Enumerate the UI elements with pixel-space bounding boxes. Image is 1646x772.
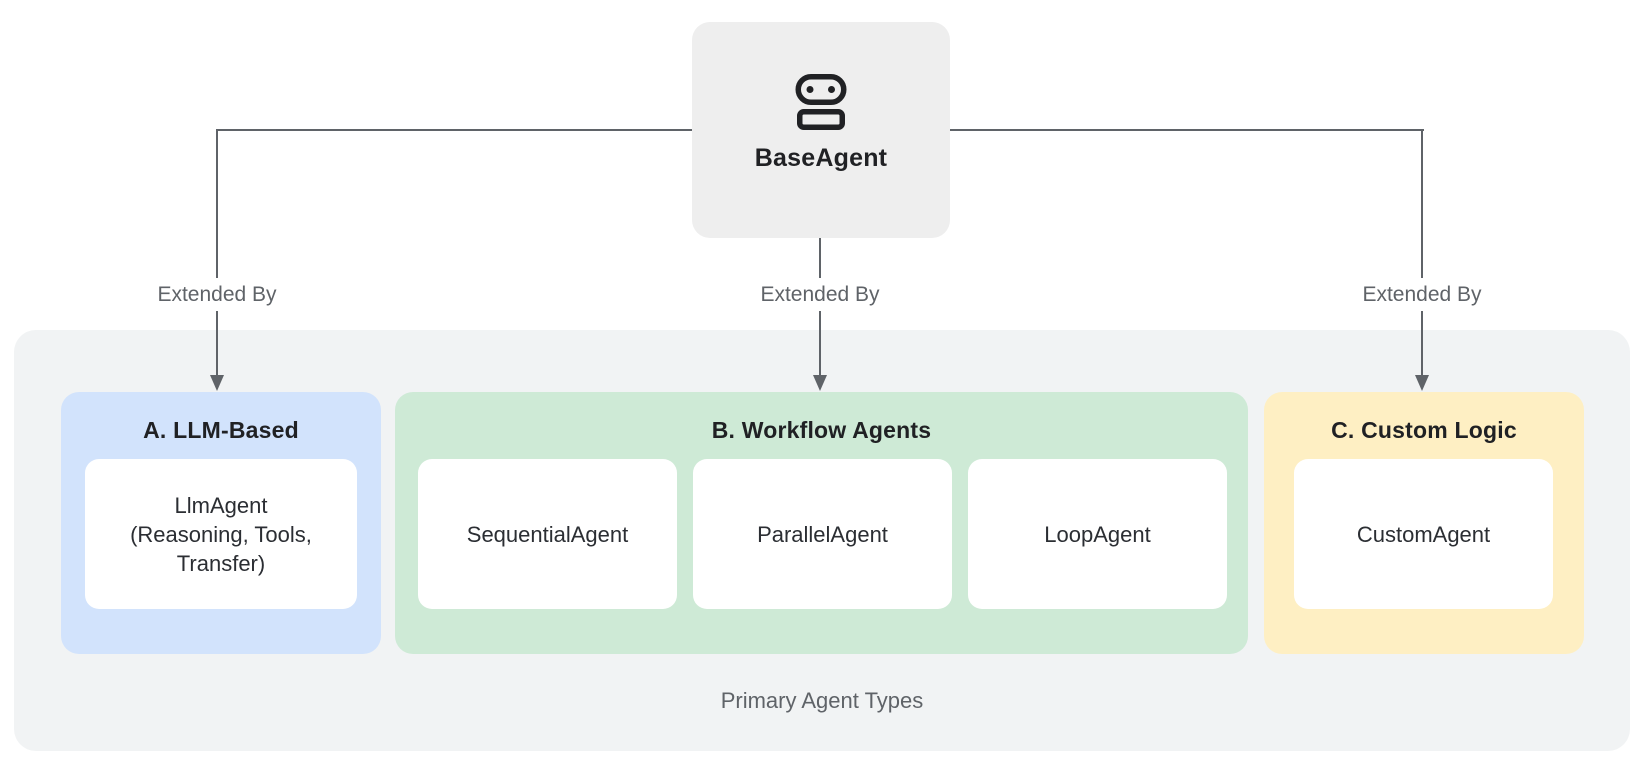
base-agent-node: BaseAgent xyxy=(692,22,950,238)
edge-label-extended-by-middle: Extended By xyxy=(754,280,886,310)
robot-icon xyxy=(795,74,847,135)
agent-card-loopagent: LoopAgent xyxy=(968,459,1227,609)
agent-card-customagent: CustomAgent xyxy=(1294,459,1553,609)
connector-left-upper xyxy=(216,129,218,278)
edge-label-extended-by-right: Extended By xyxy=(1356,280,1488,310)
container-caption: Primary Agent Types xyxy=(720,688,924,713)
arrowhead-middle xyxy=(813,375,827,391)
agent-card-sequentialagent: SequentialAgent xyxy=(418,459,677,609)
group-llm-title: A. LLM-Based xyxy=(143,417,299,443)
group-custom-title: C. Custom Logic xyxy=(1331,417,1517,443)
agent-card-llmagent: LlmAgent (Reasoning, Tools, Transfer) xyxy=(85,459,357,609)
agent-card-label: SequentialAgent xyxy=(466,521,629,547)
group-workflow-agents: B. Workflow Agents SequentialAgent Paral… xyxy=(395,392,1248,654)
connector-middle-upper xyxy=(819,238,821,278)
connector-middle-lower xyxy=(819,311,821,375)
connector-right-lower xyxy=(1421,311,1423,375)
connector-right-upper xyxy=(1421,129,1423,278)
edge-label-extended-by-left: Extended By xyxy=(151,280,283,310)
agent-card-label: LlmAgent (Reasoning, Tools, Transfer) xyxy=(130,492,312,576)
arrowhead-left xyxy=(210,375,224,391)
connector-left-lower xyxy=(216,311,218,375)
agent-card-label: CustomAgent xyxy=(1356,521,1491,547)
agent-card-label: LoopAgent xyxy=(1044,521,1151,547)
base-agent-label: BaseAgent xyxy=(754,144,888,172)
agent-card-parallelagent: ParallelAgent xyxy=(693,459,952,609)
agent-card-label: ParallelAgent xyxy=(757,521,888,547)
arrowhead-right xyxy=(1415,375,1429,391)
group-custom-logic: C. Custom Logic CustomAgent xyxy=(1264,392,1584,654)
group-llm-based: A. LLM-Based LlmAgent (Reasoning, Tools,… xyxy=(61,392,381,654)
group-workflow-title: B. Workflow Agents xyxy=(711,417,932,443)
